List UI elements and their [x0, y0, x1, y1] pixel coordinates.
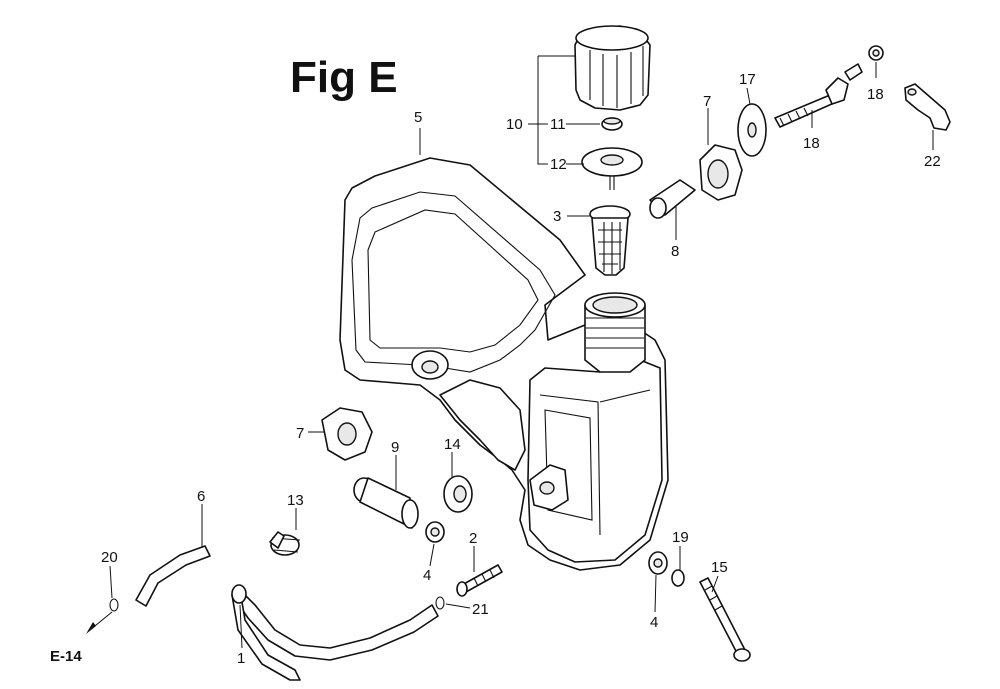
fuel-cap [574, 25, 651, 111]
bolt-18 [774, 63, 863, 128]
rubber-mount-left [321, 407, 373, 461]
callout-13: 13 [287, 492, 304, 509]
nut-4-left [425, 521, 445, 543]
nut-4-right [648, 551, 668, 575]
callout-15: 15 [711, 559, 728, 576]
nut-18 [868, 45, 884, 61]
callout-17: 17 [739, 71, 756, 88]
callout-3: 3 [553, 208, 561, 225]
bracket-22 [904, 83, 951, 131]
callout-18-nut: 18 [867, 86, 884, 103]
fuel-tank [339, 157, 669, 571]
hose-clamp-13 [269, 531, 301, 556]
bolt-2 [456, 564, 503, 597]
fuel-strainer [589, 205, 631, 276]
callout-4-right: 4 [650, 614, 658, 631]
leader-lines [86, 55, 934, 649]
callout-20: 20 [101, 549, 118, 566]
bolt-15 [699, 577, 751, 662]
reference-label: E-14 [50, 648, 82, 665]
callout-8: 8 [671, 243, 679, 260]
callout-10: 10 [506, 116, 523, 133]
figure-title: Fig E [290, 53, 398, 102]
callout-12: 12 [550, 156, 567, 173]
callout-14: 14 [444, 436, 461, 453]
callout-4-left: 4 [423, 567, 431, 584]
callout-2: 2 [469, 530, 477, 547]
cap-retainer [581, 147, 643, 190]
callout-9: 9 [391, 439, 399, 456]
callout-labels: 5 10 11 12 3 8 7 17 18 18 22 7 9 14 13 6… [101, 71, 941, 667]
fuel-hose-6 [135, 545, 211, 607]
collar-8 [649, 179, 696, 219]
collar-9 [353, 477, 419, 529]
clip-21 [435, 596, 445, 610]
callout-19: 19 [672, 529, 689, 546]
washer-19 [671, 569, 685, 587]
callout-7-left: 7 [296, 425, 304, 442]
clip-20 [109, 598, 119, 612]
grommet-14 [443, 475, 473, 513]
callout-21: 21 [472, 601, 489, 618]
callout-5: 5 [414, 109, 422, 126]
callout-7-upper: 7 [703, 93, 711, 110]
callout-1: 1 [237, 650, 245, 667]
callout-18-bolt: 18 [803, 135, 820, 152]
cap-gasket [601, 117, 623, 131]
fuel-hose-1 [231, 584, 439, 681]
washer-17 [737, 103, 767, 157]
callout-6: 6 [197, 488, 205, 505]
callout-11: 11 [550, 116, 566, 133]
rubber-mount-upper [699, 144, 743, 201]
callout-22: 22 [924, 153, 941, 170]
